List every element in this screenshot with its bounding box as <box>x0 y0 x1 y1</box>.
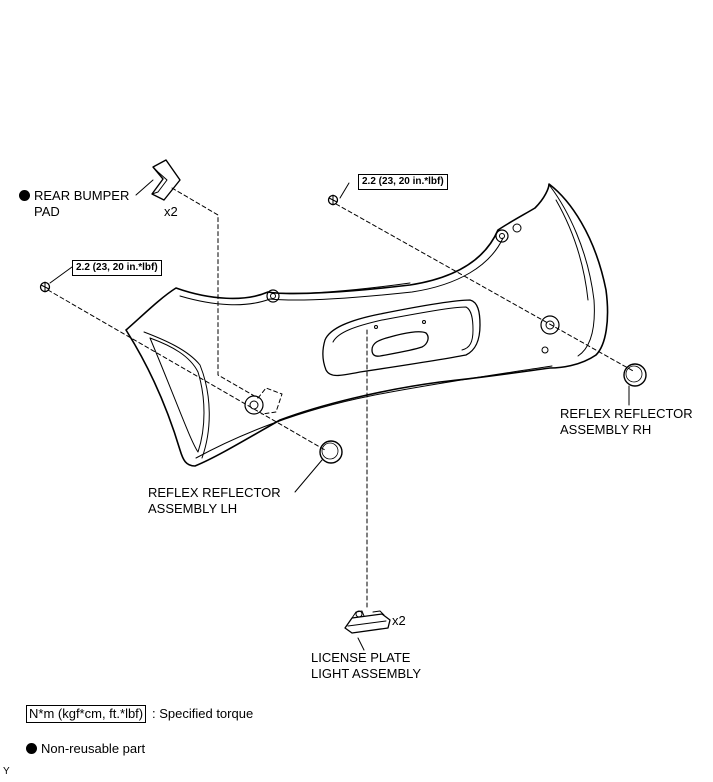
legend-torque-desc: : Specified torque <box>152 706 254 721</box>
rear-bumper-pad-part <box>151 159 181 201</box>
torque-spec-upper-right: 2.2 (23, 20 in.*lbf) <box>358 174 448 190</box>
non-reusable-bullet-icon <box>19 190 30 201</box>
legend-torque-unit: N*m (kgf*cm, ft.*lbf) <box>26 705 147 723</box>
screw-upper-right <box>327 194 339 206</box>
reflex-reflector-rh-part <box>623 363 647 387</box>
torque-spec-upper-left: 2.2 (23, 20 in.*lbf) <box>72 260 162 276</box>
reflex-reflector-rh-label-line1: REFLEX REFLECTOR <box>560 406 693 421</box>
legend-non-reusable: Non-reusable part <box>26 741 145 757</box>
license-plate-light-label-line2: LIGHT ASSEMBLY <box>311 666 422 681</box>
rear-bumper-pad-label-line2: PAD <box>34 204 60 219</box>
corner-mark: Y <box>3 766 10 777</box>
reflex-reflector-lh-part <box>319 440 343 464</box>
license-plate-light-label-line1: LICENSE PLATE <box>311 650 411 665</box>
reflex-reflector-lh-label-line1: REFLEX REFLECTOR <box>148 485 281 500</box>
license-plate-light-qty: x2 <box>392 613 406 628</box>
rear-bumper-cover <box>125 183 609 467</box>
license-plate-light-part <box>344 610 391 634</box>
reflex-reflector-rh-label-line2: ASSEMBLY RH <box>560 422 652 437</box>
rear-bumper-pad-label: REAR BUMPER <box>19 188 129 204</box>
rear-bumper-pad-qty: x2 <box>164 204 178 219</box>
non-reusable-legend-bullet-icon <box>26 743 37 754</box>
screw-upper-left <box>39 281 51 293</box>
leader-lines <box>49 179 630 651</box>
reflex-reflector-lh-label-line2: ASSEMBLY LH <box>148 501 238 516</box>
assembly-guide-lines <box>47 187 636 611</box>
